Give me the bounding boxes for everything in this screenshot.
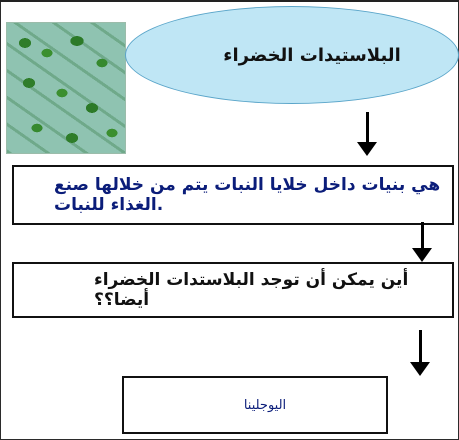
definition-box: هي بنيات داخل خلايا النبات يتم من خلالها… (12, 165, 454, 225)
top-border (0, 0, 459, 2)
answer-box: اليوجلينا (122, 376, 388, 434)
question-text: أين يمكن أن توجد البلاستدات الخضراء أيضا… (94, 270, 409, 310)
chloroplast-image (6, 22, 126, 154)
title-oval: البلاستيدات الخضراء (125, 6, 459, 104)
arrow-down-icon (357, 112, 377, 156)
title-text: البلاستيدات الخضراء (223, 44, 401, 66)
definition-text: هي بنيات داخل خلايا النبات يتم من خلالها… (54, 175, 441, 215)
question-box: أين يمكن أن توجد البلاستدات الخضراء أيضا… (12, 262, 454, 318)
answer-text: اليوجلينا (243, 397, 287, 413)
arrow-down-icon (410, 330, 430, 376)
arrow-down-icon (412, 222, 432, 262)
